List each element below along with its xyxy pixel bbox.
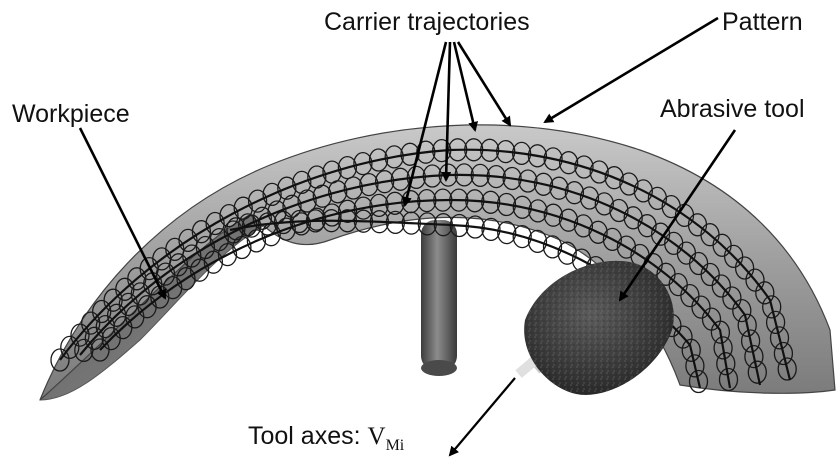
label-carrier-trajectories: Carrier trajectories <box>324 8 530 36</box>
tool-axes-prefix: Tool axes: <box>248 422 368 450</box>
support-post <box>421 220 457 376</box>
label-tool-axes: Tool axes: VMi <box>248 422 405 454</box>
tool-axis-arrow <box>450 378 515 455</box>
tool-axes-symbol: V <box>368 423 386 450</box>
leader-carrier-4 <box>458 42 510 125</box>
abrasive-tool <box>515 261 673 395</box>
tool-axes-subscript: Mi <box>386 437 405 454</box>
leader-carrier-3 <box>454 42 475 130</box>
label-pattern: Pattern <box>722 8 803 36</box>
label-abrasive-tool: Abrasive tool <box>660 95 805 123</box>
label-workpiece: Workpiece <box>12 100 130 128</box>
